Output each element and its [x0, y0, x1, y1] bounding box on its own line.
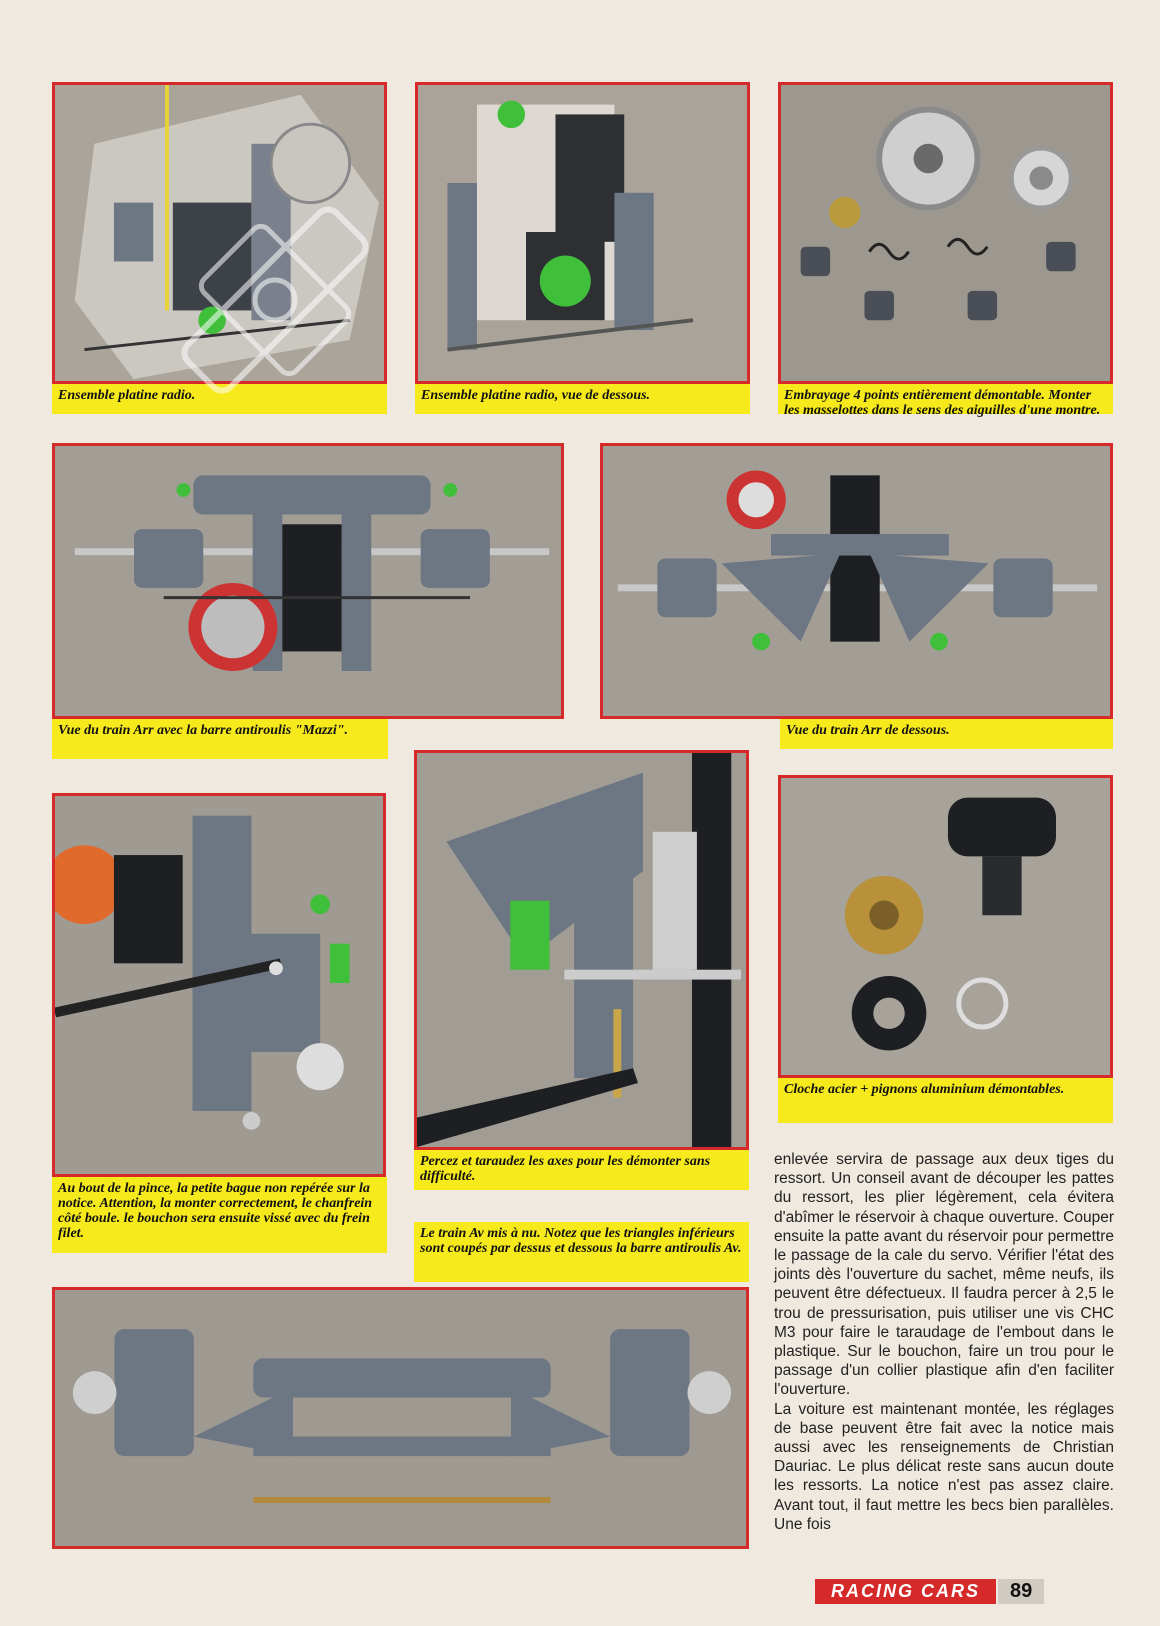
magazine-brand: RACING CARS — [815, 1578, 997, 1604]
photo-drill-axles — [414, 750, 749, 1150]
caption-front-axle: Le train Av mis à nu. Notez que les tria… — [414, 1222, 749, 1282]
photo-rear-axle-underside — [600, 443, 1113, 719]
caption-radio-plate-underside: Ensemble platine radio, vue de dessous. — [415, 384, 750, 414]
caption-clutch: Embrayage 4 points entièrement démontabl… — [778, 384, 1113, 418]
caption-drill-axles: Percez et taraudez les axes pour les dém… — [414, 1150, 749, 1190]
caption-clutch-bell: Cloche acier + pignons aluminium démonta… — [778, 1078, 1113, 1123]
page-number: 89 — [998, 1578, 1045, 1604]
caption-pliers-ring: Au bout de la pince, la petite bague non… — [52, 1177, 387, 1253]
caption-rear-axle-antiroll: Vue du train Arr avec la barre antirouli… — [52, 719, 388, 759]
photo-clutch — [778, 82, 1113, 384]
article-body: enlevée servira de passage aux deux tige… — [774, 1150, 1114, 1534]
photo-front-axle — [52, 1287, 749, 1549]
article-paragraph: enlevée servira de passage aux deux tige… — [774, 1151, 1114, 1399]
caption-rear-axle-underside: Vue du train Arr de dessous. — [780, 719, 1113, 749]
watermark-stamp — [150, 175, 400, 425]
photo-radio-plate — [52, 82, 387, 384]
article-paragraph: La voiture est maintenant montée, les ré… — [774, 1400, 1114, 1533]
photo-radio-plate-underside — [415, 82, 750, 384]
photo-pliers-ring — [52, 793, 386, 1177]
photo-rear-axle-antiroll — [52, 443, 564, 719]
photo-clutch-bell — [778, 775, 1113, 1078]
page-footer: RACING CARS 89 — [815, 1578, 1045, 1604]
